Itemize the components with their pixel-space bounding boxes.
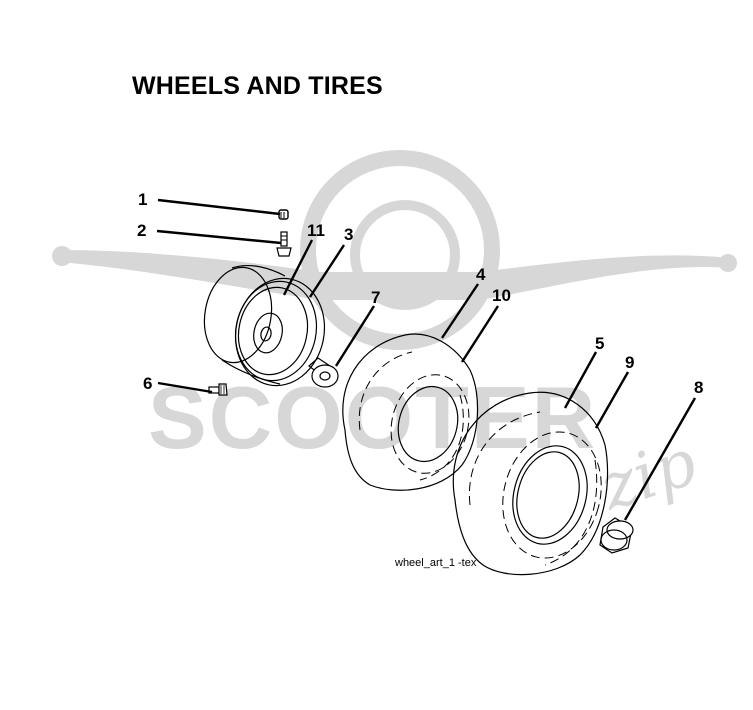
leader-8 [623,397,697,521]
callout-3: 3 [344,225,353,244]
figure-caption: wheel_art_1 -tex [394,557,477,569]
callout-7: 7 [371,288,380,307]
callout-8: 8 [694,378,703,397]
callout-11: 11 [307,221,325,240]
callout-10: 10 [492,286,511,305]
part-5-tire [452,391,609,576]
part-1-valve-cap [278,209,289,220]
part-8-hub-cap [599,517,634,554]
watermark-text: SCOOTER [148,368,597,467]
part-7-bushing [308,357,339,388]
leader-9 [594,371,630,429]
part-11-rim [203,264,318,385]
page-title: WHEELS AND TIRES [132,72,383,100]
leader-10 [460,305,500,363]
leader-4 [441,283,479,339]
watermark-knob-left [52,246,72,266]
leader-2 [156,229,282,245]
watermark-knob-right [719,254,737,272]
leader-6 [157,381,213,394]
callout-2: 2 [137,221,146,240]
part-9-wheel-rim [502,431,602,559]
callout-5: 5 [595,334,604,353]
leader-7 [334,305,376,367]
watermark: SCOOTER zip [52,150,737,526]
leader-3 [308,244,346,298]
callouts: 1 2 3 4 5 6 7 8 9 10 11 [137,190,703,397]
leader-11 [282,239,314,296]
callout-1: 1 [138,190,147,209]
watermark-helmet [300,150,500,350]
leader-lines [156,198,697,521]
leader-5 [563,351,598,409]
callout-6: 6 [143,374,152,393]
watermark-helmet-inner [350,200,460,310]
callout-4: 4 [476,265,486,284]
leader-1 [157,198,281,216]
part-2-valve-stem [276,231,292,257]
part-6-bolt [208,383,228,396]
watermark-handlebar [60,250,730,300]
callout-9: 9 [625,353,634,372]
part-4-tire [342,333,479,491]
